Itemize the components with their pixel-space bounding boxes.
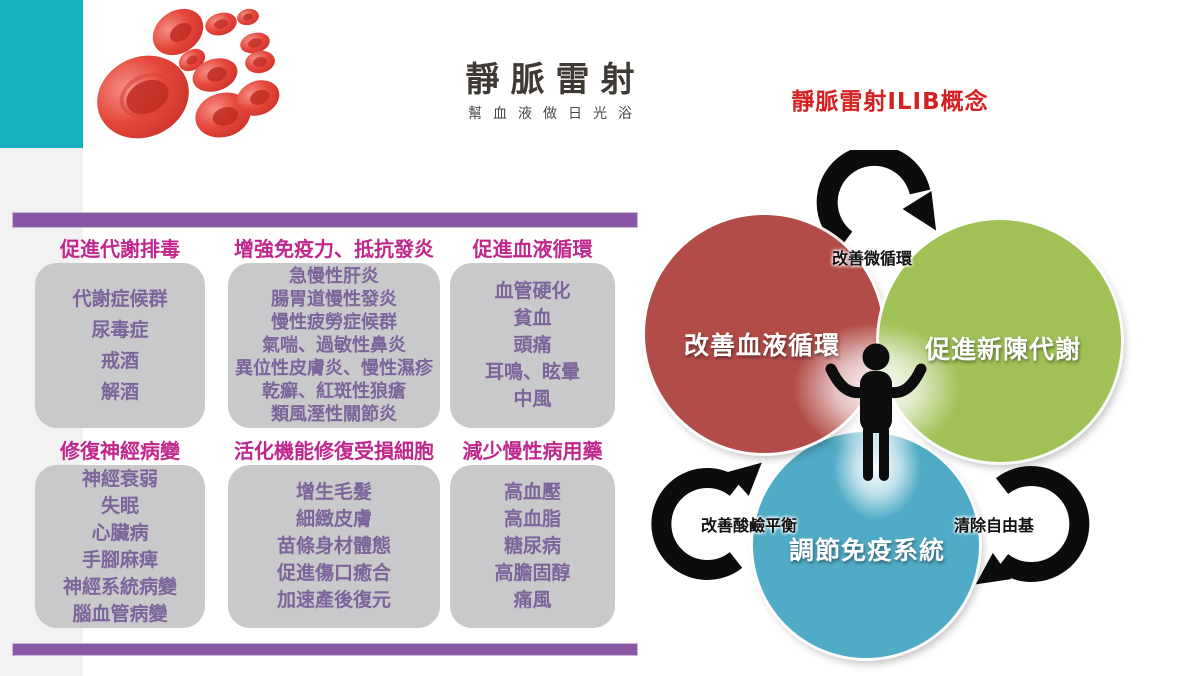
- condition-item: 高膽固醇: [494, 562, 571, 584]
- red-blood-cells-image: [97, 8, 280, 139]
- condition-item: 促進傷口癒合: [276, 562, 391, 584]
- condition-item: 高血脂: [503, 508, 561, 530]
- condition-item: 失眠: [100, 494, 139, 517]
- condition-item: 細緻皮膚: [295, 508, 372, 530]
- right-circular-arrow-icon: [975, 466, 1090, 585]
- table-bottom-border: [12, 643, 638, 656]
- circle-label-immune-system: 調節免疫系統: [788, 536, 945, 565]
- condition-item: 血管硬化: [494, 280, 571, 302]
- category-header-circulation: 促進血液循環: [472, 237, 593, 261]
- condition-item: 中風: [513, 388, 552, 410]
- blood-cell: [97, 8, 280, 139]
- category-header-metabolism-detox: 促進代謝排毒: [60, 237, 180, 261]
- condition-item: 戒酒: [100, 349, 139, 372]
- condition-item: 氣喘、過敏性鼻炎: [262, 335, 406, 356]
- top-circular-arrow-icon: [816, 150, 937, 249]
- category-header-nerve-repair: 修復神經病變: [60, 439, 180, 463]
- circular-arrows-layer: [651, 150, 1090, 585]
- condition-item: 高血壓: [503, 481, 561, 503]
- condition-item: 苗條身材體態: [276, 535, 391, 557]
- page-subtitle: 幫血液做日光浴: [468, 106, 643, 122]
- category-header-cell-repair: 活化機能修復受損細胞: [234, 439, 434, 463]
- condition-item: 類風溼性關節炎: [271, 404, 397, 425]
- condition-item: 增生毛髮: [295, 481, 372, 503]
- condition-item: 神經衰弱: [81, 467, 158, 490]
- circle-label-blood-circulation: 改善血液循環: [683, 331, 840, 360]
- category-box-metabolism-detox: 代謝症候群尿毒症戒酒解酒: [35, 263, 205, 428]
- circle-label-metabolism: 促進新陳代謝: [924, 335, 1081, 364]
- condition-item: 頭痛: [513, 334, 552, 356]
- condition-item: 痛風: [513, 589, 552, 611]
- condition-item: 代謝症候群: [72, 287, 168, 310]
- category-box-nerve-repair: 神經衰弱失眠心臟病手腳麻痺神經系統病變腦血管病變: [35, 465, 205, 628]
- left-circular-arrow-icon: [651, 462, 762, 580]
- arrow-label-acid-base-balance: 改善酸鹼平衡: [700, 516, 797, 535]
- condition-item: 貧血: [513, 307, 552, 329]
- condition-item: 解酒: [100, 380, 139, 403]
- condition-item: 異位性皮膚炎、慢性濕疹: [235, 358, 433, 379]
- category-box-circulation: 血管硬化貧血頭痛耳鳴、眩暈中風: [450, 263, 615, 428]
- category-box-immunity: 急慢性肝炎腸胃道慢性發炎慢性疲勞症候群氣喘、過敏性鼻炎異位性皮膚炎、慢性濕疹乾癬…: [228, 263, 440, 428]
- concept-title: 靜脈雷射ILIB概念: [791, 89, 989, 115]
- category-box-less-medication: 高血壓高血脂糖尿病高膽固醇痛風: [450, 465, 615, 628]
- person-figure-icon: [825, 343, 927, 481]
- arrow-label-microcirculation: 改善微循環: [831, 249, 912, 268]
- page-title: 靜脈雷射: [465, 60, 646, 100]
- condition-item: 慢性疲勞症候群: [271, 312, 397, 333]
- arrow-label-free-radicals: 清除自由基: [953, 516, 1034, 535]
- category-header-immunity: 增強免疫力、抵抗發炎: [234, 237, 434, 261]
- condition-item: 神經系統病變: [62, 575, 177, 598]
- condition-item: 腸胃道慢性發炎: [271, 289, 397, 310]
- condition-item: 糖尿病: [503, 535, 561, 557]
- condition-item: 急慢性肝炎: [289, 266, 379, 287]
- condition-item: 耳鳴、眩暈: [484, 361, 580, 383]
- condition-item: 乾癬、紅斑性狼瘡: [262, 381, 406, 402]
- condition-item: 腦血管病變: [72, 602, 168, 625]
- condition-item: 心臟病: [91, 521, 149, 544]
- category-header-less-medication: 減少慢性病用藥: [462, 439, 603, 463]
- teal-accent-block: [0, 0, 83, 148]
- condition-item: 手腳麻痺: [81, 548, 158, 571]
- condition-item: 尿毒症: [91, 318, 149, 341]
- category-box-cell-repair: 增生毛髮細緻皮膚苗條身材體態促進傷口癒合加速產後復元: [228, 465, 440, 628]
- table-top-border: [12, 212, 638, 228]
- condition-item: 加速產後復元: [276, 589, 391, 611]
